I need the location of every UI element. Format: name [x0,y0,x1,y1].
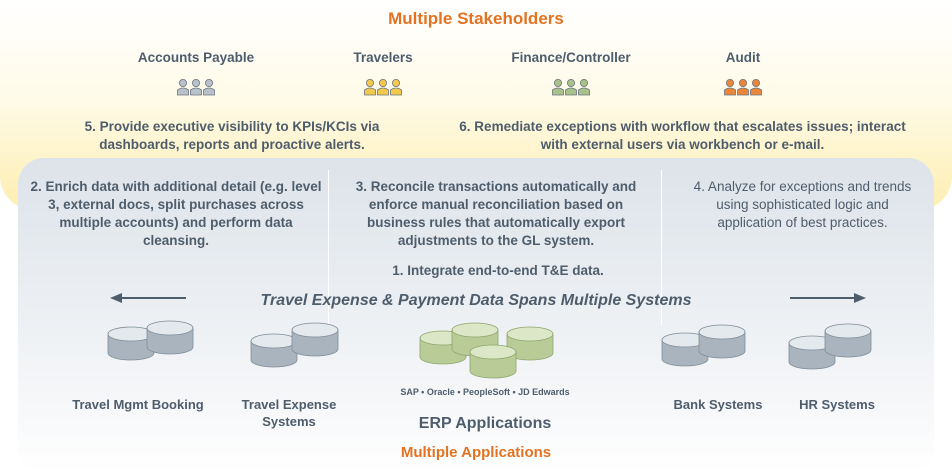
step-4-analyze: 4. Analyze for exceptions and trends usi… [693,179,912,230]
database-icon [697,324,747,365]
system-hr: HR Systems [799,397,875,412]
applications-title: Multiple Applications [400,444,552,461]
stakeholders-title: Multiple Stakeholders [388,9,564,28]
erp-applications-label: ERP Applications [418,415,552,432]
arrow-left-icon [110,293,186,303]
database-icon [823,323,873,364]
goal-step-6: 6. Remediate exceptions with workflow th… [459,119,906,152]
stakeholder-travelers: Travelers [353,50,413,65]
database-icon [249,333,299,374]
database-icon [468,344,518,385]
people-group-icon [363,78,403,96]
systems-panel [18,158,934,473]
people-group-icon [551,78,591,96]
people-group-icon [723,78,763,96]
data-spans-banner: Travel Expense & Payment Data Spans Mult… [260,292,692,309]
stakeholder-accounts-payable: Accounts Payable [137,50,255,65]
column-divider [328,170,329,325]
erp-vendors: SAP • Oracle • PeopleSoft • JD Edwards [400,387,570,397]
people-group-icon [176,78,216,96]
column-divider [661,170,662,325]
database-icon [505,326,555,367]
system-travel-expense: Travel Expense Systems [241,397,337,429]
arrow-right-icon [790,293,866,303]
database-icon [660,332,710,373]
stakeholder-finance-controller: Finance/Controller [511,50,631,65]
database-icon [106,326,156,367]
system-travel-mgmt-booking: Travel Mgmt Booking [72,397,204,412]
step-3-reconcile: 3. Reconcile transactions automatically … [355,179,637,248]
database-icon [290,322,340,363]
step-2-enrich: 2. Enrich data with additional detail (e… [30,179,322,248]
database-icon [787,335,837,376]
stakeholder-audit: Audit [725,50,761,65]
goal-step-5: 5. Provide executive visibility to KPIs/… [84,119,380,152]
system-bank: Bank Systems [673,397,763,412]
step-1-integrate: 1. Integrate end-to-end T&E data. [392,263,604,278]
database-icon [145,320,195,361]
